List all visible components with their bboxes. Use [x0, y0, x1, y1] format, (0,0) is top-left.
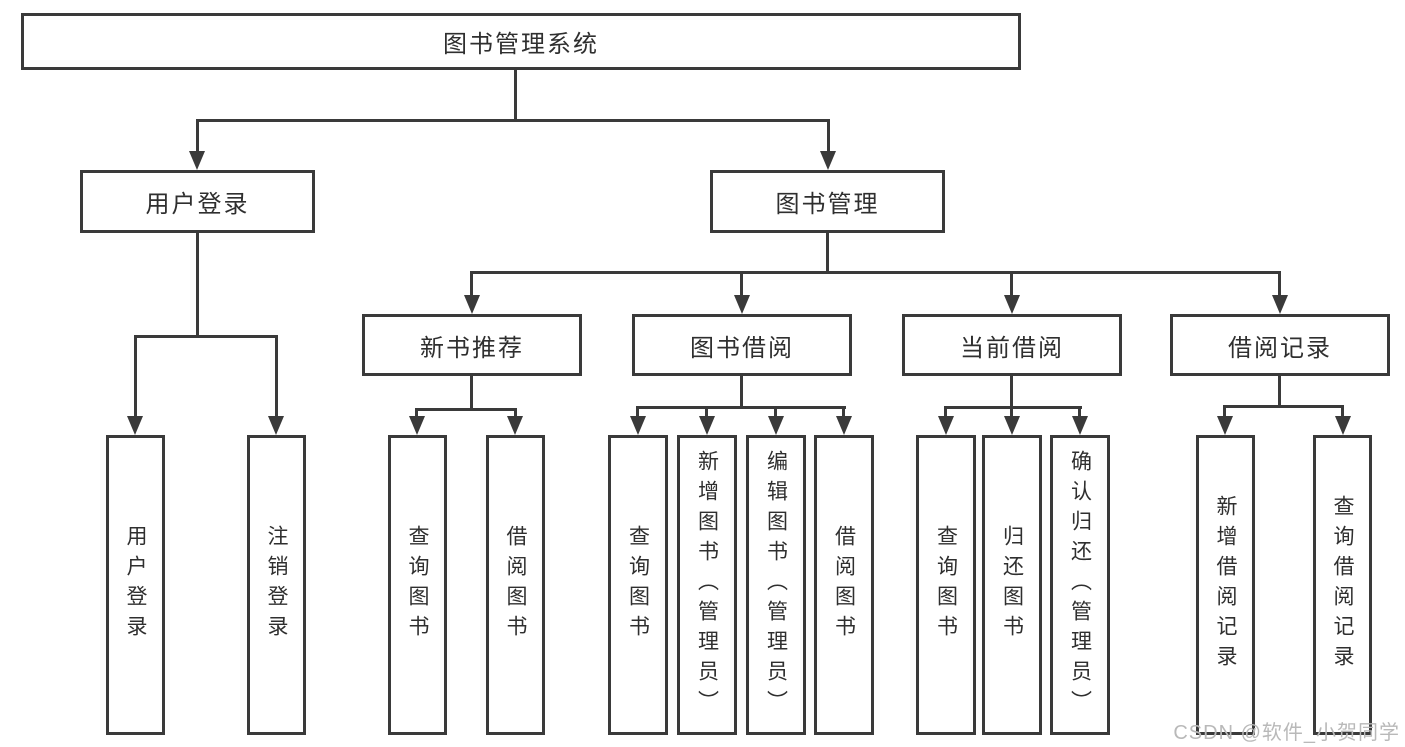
leaf-current-query-label: 查询图书 [934, 525, 958, 645]
arrow-down-icon [1072, 416, 1088, 435]
arrow-down-icon [820, 151, 836, 170]
arrow-down-icon [734, 295, 750, 314]
arrow-down-icon [268, 416, 284, 435]
connector-line [1341, 405, 1344, 419]
arrow-down-icon [938, 416, 954, 435]
leaf-logout-label: 注销登录 [265, 525, 288, 645]
leaf-borrowing-add-label: 新增图书（管理员） [695, 450, 719, 720]
node-current-borrow-label: 当前借阅 [960, 334, 1064, 362]
leaf-current-confirm: 确认归还（管理员） [1050, 435, 1110, 735]
leaf-records-add-label: 新增借阅记录 [1214, 495, 1237, 675]
connector-line [415, 408, 517, 411]
arrow-down-icon [768, 416, 784, 435]
connector-line [470, 374, 473, 411]
leaf-newbooks-borrow-label: 借阅图书 [504, 525, 527, 645]
connector-line [944, 406, 1082, 409]
node-borrow-records-label: 借阅记录 [1228, 334, 1332, 362]
leaf-newbooks-query: 查询图书 [388, 435, 447, 735]
leaf-current-confirm-label: 确认归还（管理员） [1068, 450, 1092, 720]
connector-line [740, 374, 743, 409]
arrow-down-icon [464, 295, 480, 314]
arrow-down-icon [630, 416, 646, 435]
leaf-current-return: 归还图书 [982, 435, 1042, 735]
csdn-watermark: CSDN @软件_小贺同学 [1173, 722, 1400, 744]
node-current-borrow: 当前借阅 [902, 314, 1122, 376]
arrow-down-icon [507, 416, 523, 435]
node-borrow-records: 借阅记录 [1170, 314, 1390, 376]
arrow-down-icon [127, 416, 143, 435]
connector-line [636, 406, 639, 419]
connector-line [774, 406, 777, 419]
leaf-current-query: 查询图书 [916, 435, 976, 735]
node-borrowing: 图书借阅 [632, 314, 852, 376]
arrow-down-icon [836, 416, 852, 435]
leaf-user-login-label: 用户登录 [124, 525, 147, 645]
leaf-borrowing-borrow: 借阅图书 [814, 435, 874, 735]
connector-line [134, 335, 137, 418]
node-book-management: 图书管理 [710, 170, 945, 233]
connector-line [470, 271, 473, 297]
connector-line [944, 406, 947, 419]
leaf-newbooks-borrow: 借阅图书 [486, 435, 545, 735]
connector-line [134, 335, 278, 338]
connector-line [1278, 271, 1281, 297]
connector-line [196, 119, 199, 153]
leaf-newbooks-query-label: 查询图书 [406, 525, 429, 645]
leaf-borrowing-borrow-label: 借阅图书 [832, 525, 856, 645]
connector-line [1078, 406, 1081, 419]
leaf-current-return-label: 归还图书 [1000, 525, 1024, 645]
arrow-down-icon [1004, 295, 1020, 314]
connector-line [826, 231, 829, 274]
leaf-user-login: 用户登录 [106, 435, 165, 735]
connector-line [705, 406, 708, 419]
connector-line [1223, 405, 1344, 408]
node-root: 图书管理系统 [21, 13, 1021, 70]
node-new-books: 新书推荐 [362, 314, 582, 376]
leaf-borrowing-edit: 编辑图书（管理员） [746, 435, 806, 735]
node-user-login: 用户登录 [80, 170, 315, 233]
connector-line [470, 271, 1281, 274]
connector-line [1278, 374, 1281, 408]
connector-line [1010, 406, 1013, 419]
connector-line [1010, 374, 1013, 409]
leaf-records-query-label: 查询借阅记录 [1331, 495, 1354, 675]
connector-line [842, 406, 845, 419]
arrow-down-icon [699, 416, 715, 435]
node-new-books-label: 新书推荐 [420, 334, 524, 362]
node-root-label: 图书管理系统 [443, 31, 599, 58]
arrow-down-icon [189, 151, 205, 170]
node-user-login-label: 用户登录 [145, 191, 250, 218]
leaf-logout: 注销登录 [247, 435, 306, 735]
arrow-down-icon [409, 416, 425, 435]
connector-line [514, 408, 517, 419]
arrow-down-icon [1272, 295, 1288, 314]
connector-line [275, 335, 278, 418]
connector-line [636, 406, 846, 409]
leaf-records-query: 查询借阅记录 [1313, 435, 1372, 735]
arrow-down-icon [1217, 416, 1233, 435]
connector-line [514, 68, 517, 122]
leaf-borrowing-add: 新增图书（管理员） [677, 435, 737, 735]
connector-line [1010, 271, 1013, 297]
leaf-borrowing-query-label: 查询图书 [626, 525, 650, 645]
connector-line [740, 271, 743, 297]
connector-line [196, 119, 830, 122]
connector-line [415, 408, 418, 419]
connector-line [827, 119, 830, 153]
arrow-down-icon [1004, 416, 1020, 435]
leaf-borrowing-edit-label: 编辑图书（管理员） [764, 450, 788, 720]
leaf-records-add: 新增借阅记录 [1196, 435, 1255, 735]
connector-line [1223, 405, 1226, 419]
node-book-management-label: 图书管理 [775, 191, 880, 218]
connector-line [196, 232, 199, 338]
node-borrowing-label: 图书借阅 [690, 334, 794, 362]
leaf-borrowing-query: 查询图书 [608, 435, 668, 735]
arrow-down-icon [1335, 416, 1351, 435]
